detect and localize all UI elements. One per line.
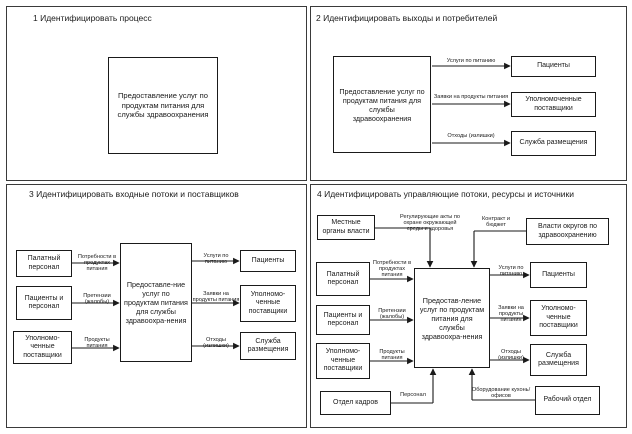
control-box-local-authorities: Местные органы власти <box>317 215 375 240</box>
consumer-box-patients: Пациенты <box>240 250 296 272</box>
supplier-box-patients-staff: Пациенты и персонал <box>16 286 72 320</box>
flow-label: Заявки на продукты питания <box>433 94 509 100</box>
supplier-box-suppliers: Уполномо-ченные поставщики <box>316 343 370 379</box>
flow-label: Отходы (излишки) <box>447 133 495 139</box>
flow-label: Оборудование кухонь/офисов <box>471 387 531 400</box>
flow-label: Услуги по питанию <box>446 58 496 64</box>
consumer-box-accommodation: Служба размещения <box>530 344 587 376</box>
flow-label: Претензии (жалобы) <box>83 293 111 306</box>
flow-label: Потребности в продуктах питания <box>372 260 412 279</box>
consumer-box-patients: Пациенты <box>530 262 587 288</box>
flow-label: Услуги по питанию <box>498 265 524 278</box>
consumer-box-suppliers: Уполномо-ченные поставщики <box>240 285 296 322</box>
process-box: Предостав-ление услуг по продуктам питан… <box>414 268 490 368</box>
panel-2-title: 2 Идентифицировать выходы и потребителей <box>316 13 498 23</box>
consumer-box-suppliers: Уполномоченные поставщики <box>511 92 596 117</box>
flow-label: Отходы (излишки) <box>498 349 524 362</box>
resource-box-hr-department: Отдел кадров <box>320 391 391 415</box>
flow-label: Персонал <box>400 392 426 398</box>
supplier-box-suppliers: Уполномо-ченные поставщики <box>13 331 72 364</box>
flow-label: Продукты питания <box>84 337 110 350</box>
panel-1-title: 1 Идентифицировать процесс <box>33 13 152 23</box>
flow-label: Заявки на продукты питания <box>192 291 240 304</box>
consumer-box-accommodation: Служба размещения <box>511 131 596 156</box>
flow-label: Продукты питания <box>379 349 405 362</box>
flow-label: Контракт и бюджет <box>482 216 510 229</box>
resource-box-works-department: Рабочий отдел <box>535 386 600 415</box>
consumer-box-accommodation: Служба размещения <box>240 332 296 360</box>
flow-label: Заявки на продукты питания <box>498 305 524 324</box>
supplier-box-patients-staff: Пациенты и персонал <box>316 305 370 335</box>
panel-4-title: 4 Идентифицировать управляющие потоки, р… <box>317 189 575 199</box>
supplier-box-ward-staff: Палатный персонал <box>16 250 72 277</box>
consumer-box-patients: Пациенты <box>511 56 596 77</box>
supplier-box-ward-staff: Палатный персонал <box>316 262 370 296</box>
flow-label: Претензии (жалобы) <box>378 308 406 321</box>
process-box: Предоставление услуг по продуктам питани… <box>333 56 431 153</box>
process-box: Предоставле-ние услуг по продуктам питан… <box>120 243 192 362</box>
flow-label: Услуги по питанию <box>203 253 229 266</box>
process-box: Предоставление услуг по продуктам питани… <box>108 57 218 154</box>
consumer-box-suppliers: Уполномо-ченные поставщики <box>530 300 587 336</box>
panel-3-title: 3 Идентифицировать входные потоки и пост… <box>29 189 239 199</box>
control-box-district-health: Власти округов по здравоохранению <box>526 218 609 245</box>
